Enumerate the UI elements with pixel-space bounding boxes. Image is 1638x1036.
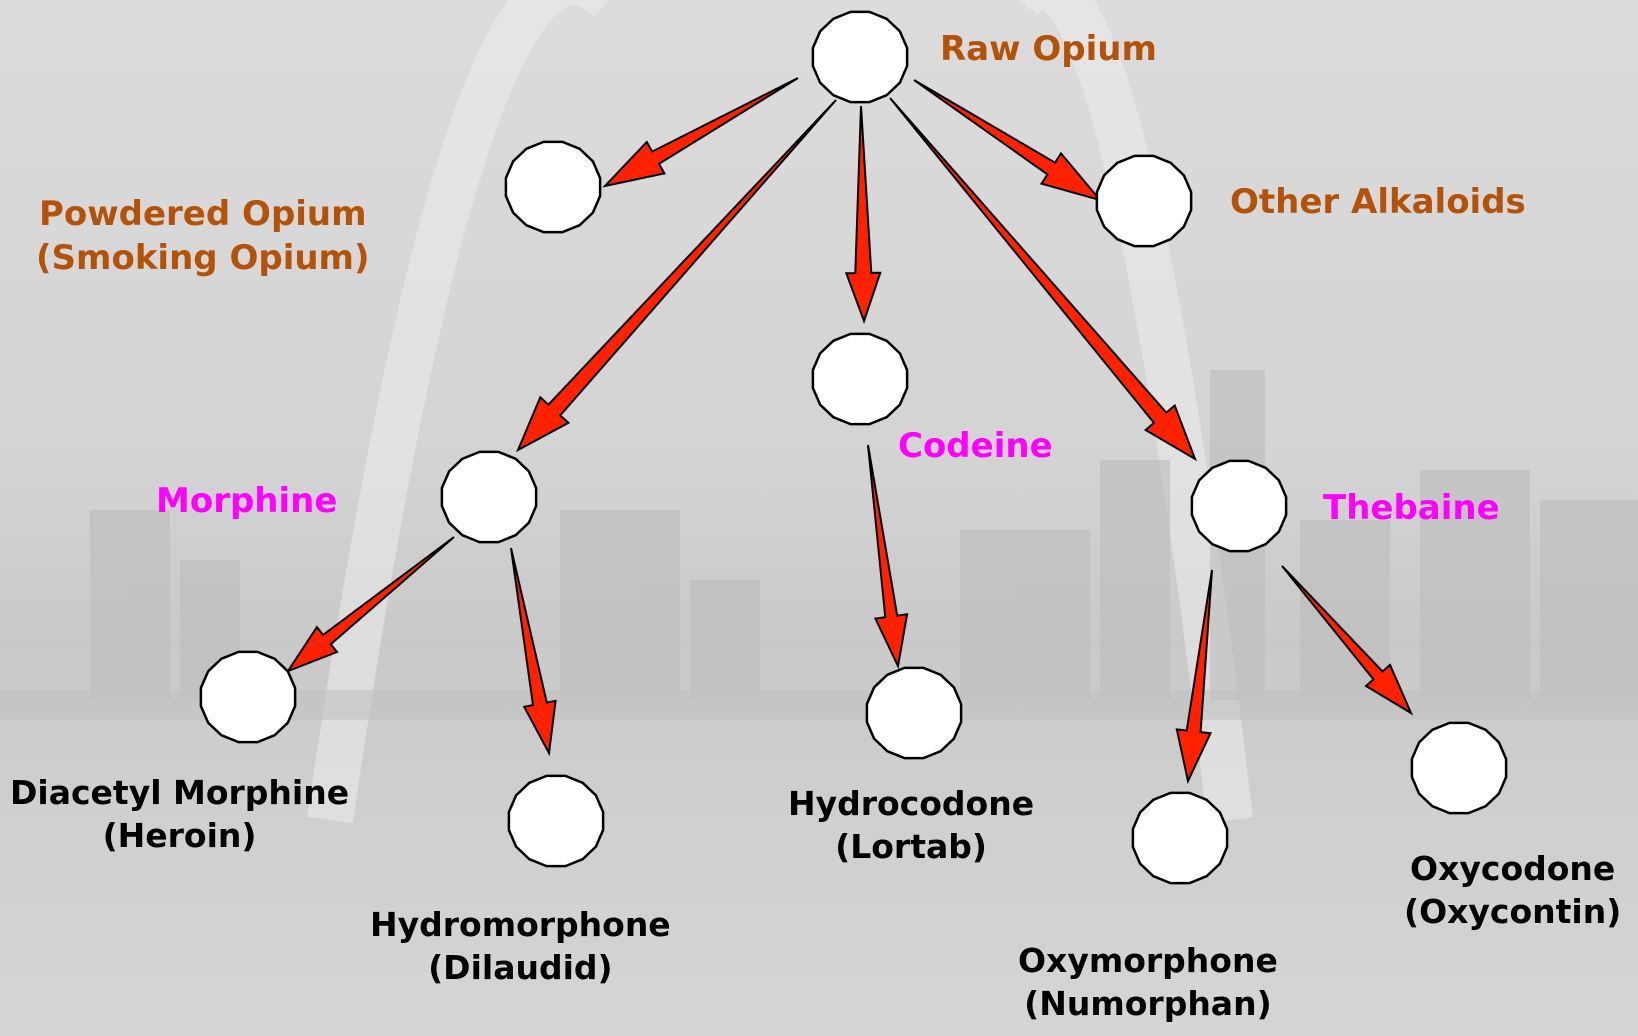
label-oxycodone: Oxycodone (Oxycontin) [1404, 849, 1622, 931]
node-oxymorphone [1131, 791, 1229, 885]
node-heroin [199, 650, 297, 744]
node-hydromorphone [507, 774, 605, 868]
arrow-raw-to-codeine [844, 105, 882, 324]
label-hydromorphone: Hydromorphone (Dilaudid) [370, 905, 671, 987]
arrow-raw-to-other [913, 79, 1103, 202]
arrow-morphine-to-hydromorphone [510, 547, 557, 757]
label-powdered-opium: Powdered Opium (Smoking Opium) [36, 194, 370, 279]
node-other-alkaloids [1095, 154, 1193, 248]
arrow-raw-to-morphine [515, 99, 837, 453]
label-codeine: Codeine [898, 426, 1053, 466]
node-morphine [440, 450, 538, 544]
node-codeine [811, 332, 909, 426]
label-thebaine: Thebaine [1323, 488, 1500, 528]
node-hydrocodone [865, 666, 963, 760]
node-powdered-opium [504, 140, 602, 234]
arch-left-leg [307, 0, 610, 824]
label-heroin: Diacetyl Morphine (Heroin) [10, 773, 350, 855]
label-hydrocodone: Hydrocodone (Lortab) [788, 784, 1035, 866]
label-raw-opium: Raw Opium [940, 29, 1157, 69]
arrow-thebaine-to-oxycodone [1281, 565, 1414, 716]
node-raw-opium [811, 10, 909, 104]
label-oxymorphone: Oxymorphone (Numorphan) [1018, 941, 1278, 1023]
node-thebaine [1190, 459, 1288, 553]
nodes [199, 10, 1508, 885]
node-oxycodone [1410, 721, 1508, 815]
arrow-thebaine-to-oxymorphone [1175, 569, 1213, 785]
label-other-alkaloids: Other Alkaloids [1230, 182, 1526, 222]
arch-right-leg [1020, 0, 1253, 823]
arrow-morphine-to-heroin [285, 536, 455, 674]
arrow-raw-to-powdered [602, 77, 799, 188]
arrow-raw-to-thebaine [889, 97, 1197, 462]
city-skyline [90, 370, 1638, 700]
arrow-codeine-to-hydrocodone [867, 444, 909, 670]
label-morphine: Morphine [156, 481, 338, 521]
